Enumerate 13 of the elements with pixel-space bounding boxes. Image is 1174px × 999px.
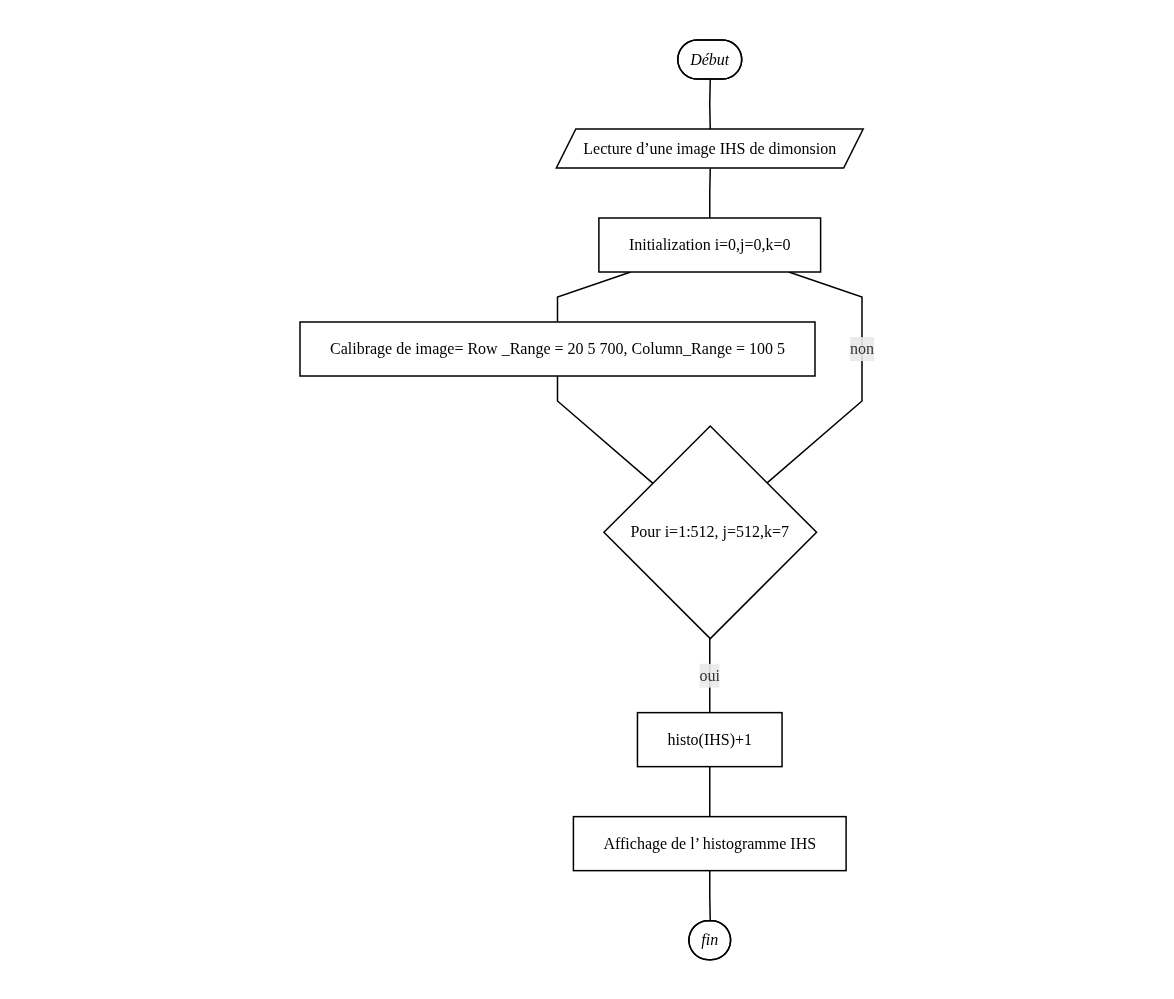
node-diamond: Pour i=1:512, j=512,k=7 bbox=[602, 424, 818, 640]
connector bbox=[556, 374, 654, 484]
node-box: Affichage de l’ histogramme IHS bbox=[572, 815, 847, 872]
edge-label: oui bbox=[699, 666, 720, 684]
connector bbox=[556, 270, 632, 323]
connector bbox=[766, 270, 863, 484]
connector bbox=[709, 869, 711, 922]
connector bbox=[709, 765, 711, 818]
node-box: Calibrage de image= Row _Range = 20 5 700, Column_Range = 100 5 bbox=[299, 320, 816, 377]
node-box: Initialization i=0,j=0,k=0 bbox=[598, 216, 822, 273]
edge-label: non bbox=[850, 339, 874, 357]
connector bbox=[709, 167, 711, 219]
node-box: histo(IHS)+1 bbox=[636, 711, 783, 768]
